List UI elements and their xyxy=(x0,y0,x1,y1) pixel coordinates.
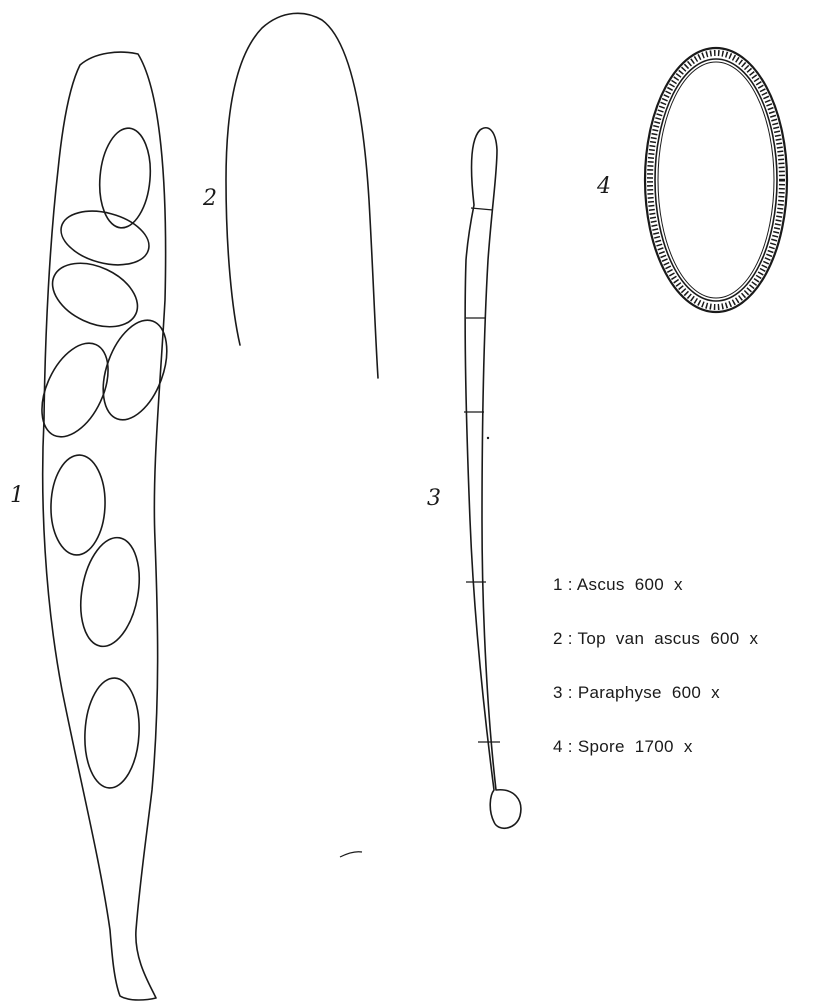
legend-item: 1 : Ascus 600 x xyxy=(553,576,758,594)
ascus-top-drawing: 2 xyxy=(202,13,378,378)
legend-number: 3 xyxy=(553,683,563,702)
ascus-spore-8 xyxy=(82,677,142,790)
figure-legend: 1 : Ascus 600 x 2 : Top van ascus 600 x … xyxy=(553,540,758,774)
stray-pen-mark xyxy=(340,852,362,857)
legend-item: 3 : Paraphyse 600 x xyxy=(553,684,758,702)
ascus-spore-4 xyxy=(91,312,179,429)
spore-drawing: 4 xyxy=(596,48,787,312)
legend-number: 2 xyxy=(553,629,563,648)
legend-text: Ascus 600 x xyxy=(577,575,683,594)
ascus-spore-7 xyxy=(73,533,147,651)
ascus-spore-5 xyxy=(28,333,121,447)
stray-dot xyxy=(487,437,489,439)
legend-number: 4 xyxy=(553,737,563,756)
figure-number-1: 1 xyxy=(10,483,24,508)
ascus-spore-6 xyxy=(49,454,106,556)
spore-ornamentation xyxy=(650,53,782,307)
ascus-top-outline xyxy=(226,13,378,378)
spore-outer-wall xyxy=(645,48,787,312)
spore-lumen xyxy=(658,62,774,298)
ascus-drawing: 1 xyxy=(10,52,179,1000)
figure-number-3: 3 xyxy=(427,486,441,511)
legend-item: 4 : Spore 1700 x xyxy=(553,738,758,756)
legend-text: Spore 1700 x xyxy=(578,737,693,756)
figure-number-2: 2 xyxy=(202,186,217,211)
paraphyse-septum-1 xyxy=(471,208,493,210)
legend-item: 2 : Top van ascus 600 x xyxy=(553,630,758,648)
figure-number-4: 4 xyxy=(596,174,611,199)
paraphyse-drawing: 3 xyxy=(427,128,521,828)
legend-text: Paraphyse 600 x xyxy=(578,683,720,702)
ascus-spore-1 xyxy=(96,126,155,230)
spore-inner-wall xyxy=(655,59,777,301)
legend-number: 1 xyxy=(553,575,563,594)
legend-text: Top van ascus 600 x xyxy=(578,629,759,648)
paraphyse-outline xyxy=(465,128,521,828)
